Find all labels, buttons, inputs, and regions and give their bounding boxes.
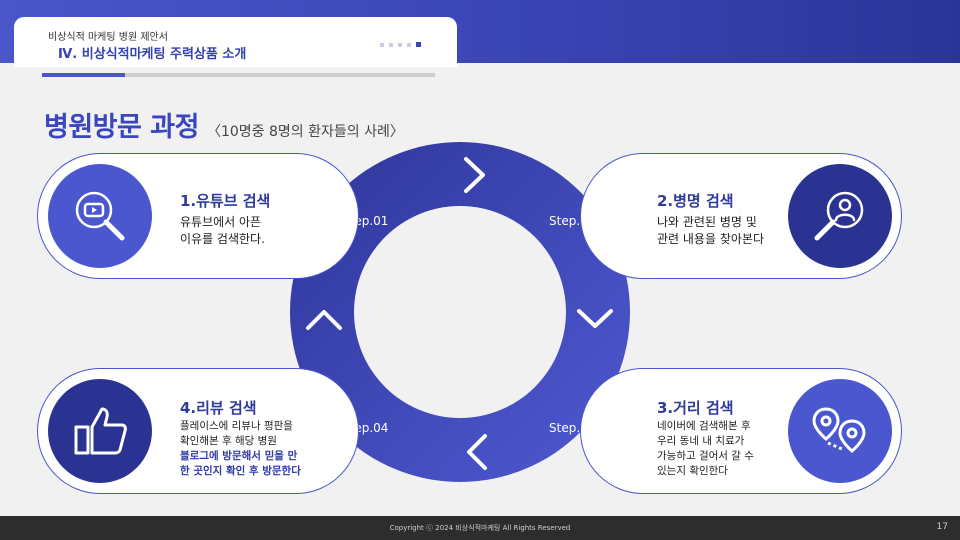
cycle-ring-graphic [290,142,630,482]
step-description-line: 관련 내용을 찾아본다 [657,232,764,246]
step-description-line: 우리 동네 내 치료가 [657,435,745,447]
indicator-dot [380,42,384,47]
page-heading: 병원방문 과정 〈10명중 8명의 환자들의 사례〉 [44,105,404,144]
step-description-line: 플레이스에 리뷰나 평판을 [180,420,293,432]
section-title: Ⅳ. 비상식적마케팅 주력상품 소개 [58,47,247,62]
step-description-line: 확인해본 후 해당 병원 [180,435,277,447]
step-title: 3.거리 검색 [657,399,734,417]
step-card-distance-search: 3.거리 검색 네이버에 검색해본 후 우리 동네 내 치료가 가능하고 걸어서… [580,368,902,494]
page-title: 병원방문 과정 [44,112,199,143]
step-description-highlight: 블로그에 방문해서 믿을 만 [180,450,298,462]
page-subtitle: 〈10명중 8명의 환자들의 사례〉 [206,124,404,140]
document-subtitle: 비상식적 마케팅 병원 제안서 [48,32,168,43]
step-description-line: 네이버에 검색해본 후 [657,420,751,432]
page-number: 17 [936,522,948,532]
footer-bar: Copyright ⓒ 2024 비상식적마케팅 All Rights Rese… [0,516,960,540]
youtube-search-icon [48,164,152,268]
step-card-youtube-search: 1.유튜브 검색 유튜브에서 아픈 이유를 검색한다. [37,153,359,279]
footer-copyright: Copyright ⓒ 2024 비상식적마케팅 All Rights Rese… [389,524,571,532]
step-description-line: 있는지 확인한다 [657,465,728,477]
step-description: 유튜브에서 아픈 이유를 검색한다. [180,214,265,248]
step-description-line: 가능하고 걸어서 갈 수 [657,450,754,462]
thumbs-up-icon [48,379,152,483]
location-pins-icon [788,379,892,483]
step-description-highlight: 한 곳인지 확인 후 방문한다 [180,465,301,477]
step-card-review-search: 4.리뷰 검색 플레이스에 리뷰나 평판을 확인해본 후 해당 병원 블로그에 … [37,368,359,494]
section-progress-fill [42,73,125,77]
arrow-up-icon [306,310,342,330]
arrow-left-icon [467,434,487,470]
indicator-dot [407,42,411,47]
arrow-right-icon [464,157,485,193]
process-cycle: Step.01 Step.02 Step.03 Step.04 [290,142,630,482]
arrow-down-icon [577,309,613,328]
section-progress-bar [42,73,435,77]
header-card [14,17,457,67]
step-title: 4.리뷰 검색 [180,399,257,417]
step-description: 나와 관련된 병명 및 관련 내용을 찾아본다 [657,214,764,248]
step-description: 네이버에 검색해본 후 우리 동네 내 치료가 가능하고 걸어서 갈 수 있는지… [657,419,754,479]
step-description: 플레이스에 리뷰나 평판을 확인해본 후 해당 병원 블로그에 방문해서 믿을 … [180,419,301,479]
step-card-disease-search: 2.병명 검색 나와 관련된 병명 및 관련 내용을 찾아본다 [580,153,902,279]
step-description-line: 나와 관련된 병명 및 [657,215,757,229]
step-title: 2.병명 검색 [657,192,734,210]
indicator-dot-active [416,42,421,47]
doctor-search-icon [788,164,892,268]
indicator-dot [398,42,402,47]
step-description-line: 유튜브에서 아픈 [180,215,262,229]
indicator-dot [389,42,393,47]
step-title: 1.유튜브 검색 [180,192,271,210]
step-description-line: 이유를 검색한다. [180,232,265,246]
slide-indicator-dots [380,42,421,47]
